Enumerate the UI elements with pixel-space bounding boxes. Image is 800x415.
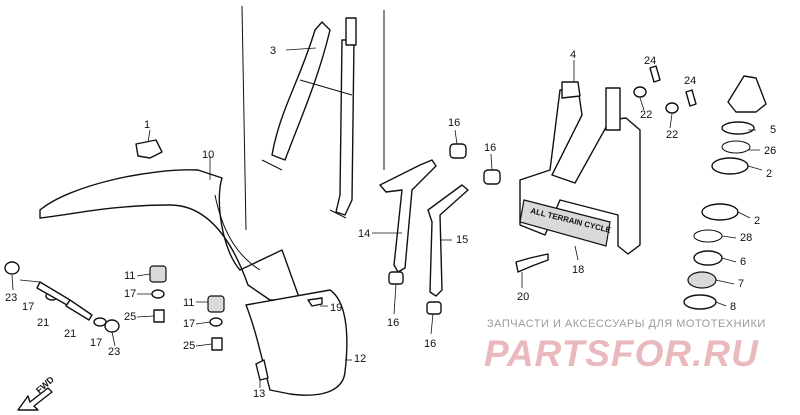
rubber-16b [483,169,501,185]
washer-part-6 [693,250,723,266]
callout-16: 16 [387,317,399,329]
callout-12: 12 [354,353,366,365]
callout-7: 7 [738,278,744,290]
stay-part-14 [372,159,437,273]
callout-8: 8 [730,301,736,313]
callout-11: 11 [124,270,135,282]
collar-17d [93,317,107,327]
fwd-arrow-icon [17,387,53,411]
bolt-21b [65,299,93,321]
watermark-brand: PARTSFOR.RU [484,333,759,374]
callout-15: 15 [456,234,468,246]
collar-17a [151,289,165,299]
washer-22a [633,86,647,98]
callout-21: 21 [64,328,76,340]
callout-17: 17 [124,288,136,300]
plate-part-12 [245,289,352,396]
callout-2: 2 [766,168,772,180]
callout-numbers: 1 2 2 3 4 5 6 7 8 10 11 11 12 13 14 15 1… [5,45,776,400]
collar-17b [209,317,223,327]
callout-19: 19 [330,302,342,314]
callout-4: 4 [570,49,576,61]
bolt-25a [153,309,165,323]
small-parts [4,65,767,381]
callout-17: 17 [183,318,195,330]
watermark-subtitle: ЗАПЧАСТИ И АКСЕССУАРЫ ДЛЯ МОТОТЕХНИКИ [487,318,766,330]
rubber-16c [388,271,404,285]
grommet-11b [207,295,225,313]
clip-13 [255,359,269,381]
callout-11: 11 [183,297,194,309]
callout-13: 13 [253,388,265,400]
nut-part-7 [687,271,717,289]
callout-25: 25 [124,311,136,323]
rubber-16d [426,301,442,315]
washer-23a [4,261,20,275]
callout-17: 17 [22,301,34,313]
cap-part-1 [135,139,163,159]
callout-21: 21 [37,317,49,329]
callout-24: 24 [644,55,656,67]
washer-23b [104,319,120,333]
upper-frame-part-3 [241,5,385,231]
nut-part-5 [721,121,755,135]
pin-24b [685,89,697,107]
washer-part-8 [683,294,717,310]
callout-16: 16 [424,338,436,350]
washer-22b [665,102,679,114]
race-part-2a [711,157,749,175]
callout-23: 23 [5,292,17,304]
callout-1: 1 [144,119,150,131]
callout-2: 2 [754,215,760,227]
rubber-16a [449,143,467,159]
bearing-part-28 [693,229,723,243]
bolt-21a [36,281,71,306]
grommet-11a [149,265,167,283]
pin-24a [649,65,661,83]
bolt-20 [515,253,549,273]
callout-23: 23 [108,346,120,358]
callout-6: 6 [740,256,746,268]
cover-part [727,75,767,113]
callout-17: 17 [90,337,102,349]
race-part-2b [701,203,739,221]
clip-19 [307,297,323,307]
callout-10: 10 [202,149,214,161]
callout-22: 22 [666,129,678,141]
callout-22: 22 [640,109,652,121]
callout-26: 26 [764,145,776,157]
callout-24: 24 [684,75,696,87]
callout-20: 20 [517,291,529,303]
main-frame-part-4: ALL TERRAIN CYCLE [519,60,641,255]
callout-25: 25 [183,340,195,352]
callout-5: 5 [770,124,776,136]
callout-14: 14 [358,228,370,240]
bolt-25b [211,337,223,351]
stay-part-15 [427,184,469,297]
rear-fender-part-10 [39,156,301,301]
frame-stripe-decal [519,199,611,247]
callout-16: 16 [448,117,460,129]
callout-28: 28 [740,232,752,244]
leader-lines [11,97,763,388]
callout-16: 16 [484,142,496,154]
ring-part-26 [721,140,751,154]
callout-3: 3 [270,45,276,57]
callout-18: 18 [572,264,584,276]
